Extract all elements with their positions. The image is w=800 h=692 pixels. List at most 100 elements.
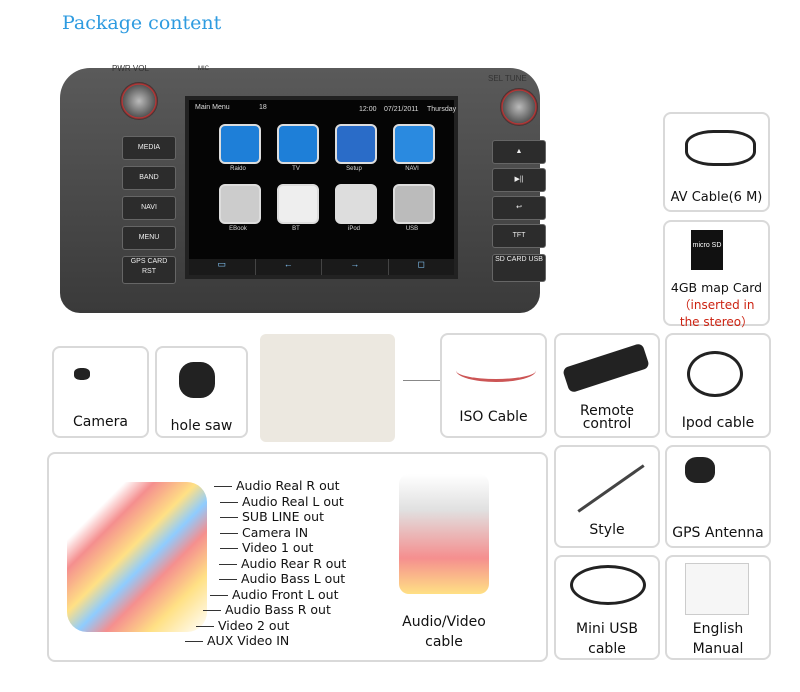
cable-pointer-line: [220, 501, 238, 503]
av-cable-image: [685, 130, 756, 166]
app-label: USB: [405, 226, 419, 232]
pwr-vol-label: PWR VOL: [112, 64, 149, 73]
stylus-box: Style: [554, 445, 660, 548]
remote-box: Remote control: [554, 333, 660, 438]
manual-image: [685, 563, 749, 615]
harness-image: [67, 482, 207, 632]
cable-pointer-line: [219, 563, 237, 565]
app-icon-setup[interactable]: [335, 124, 377, 164]
mini-usb-image: [570, 565, 646, 605]
camera-label: Camera: [73, 414, 128, 430]
nav-window-button[interactable]: ◻: [417, 259, 425, 269]
sel-tune-label: SEL TUNE: [488, 74, 527, 83]
cable-label: Audio Real R out: [236, 478, 340, 493]
app-label: Raido: [230, 166, 246, 172]
av-video-cable-label: Audio/Video cable: [402, 614, 486, 650]
cable-label: Audio Front L out: [232, 586, 339, 602]
app-label: iPod: [347, 226, 360, 232]
gps-card-rst-button[interactable]: GPS CARD RST: [122, 256, 176, 284]
page-title: Package content: [62, 12, 222, 34]
cable-pointer-line: [185, 641, 203, 642]
sd-card-image: micro SD: [691, 230, 723, 270]
cable-label: Audio Bass R out: [225, 602, 331, 617]
car-stereo: PWR VOL MIC SEL TUNE MEDIA BAND NAVI MEN…: [50, 58, 550, 320]
app-icon-raido[interactable]: [219, 124, 261, 164]
back-button[interactable]: ↩: [492, 196, 546, 220]
cable-label: Video 1 out: [242, 540, 314, 555]
cable-pointer-line: [219, 579, 237, 580]
nav-home-button[interactable]: ▭: [189, 259, 256, 275]
av-cable-label: AV Cable(6 M): [670, 190, 763, 205]
app-icon-navi[interactable]: [393, 124, 435, 164]
tft-button[interactable]: TFT: [492, 224, 546, 248]
media-button[interactable]: MEDIA: [122, 136, 176, 160]
cable-pointer-line: [220, 548, 238, 549]
app-label: BT: [292, 226, 300, 232]
cable-label: Audio Rear R out: [241, 555, 347, 571]
connector-pointer-line: [403, 380, 443, 381]
cable-label: AUX Video IN: [207, 633, 290, 648]
av-cable-box: AV Cable(6 M): [663, 112, 770, 212]
app-label: Setup: [346, 166, 362, 172]
sd-card-usb-button[interactable]: SD CARD USB: [492, 254, 546, 282]
manual-box: English Manual: [665, 555, 771, 660]
app-label: EBook: [229, 226, 247, 232]
app-icon-usb[interactable]: [393, 184, 435, 224]
map-card-box: micro SD 4GB map Card （inserted in the s…: [663, 220, 770, 329]
screen-number: 18: [259, 104, 267, 111]
menu-button[interactable]: MENU: [122, 226, 176, 250]
screen-time: 12:00: [359, 106, 377, 113]
app-icon-tv[interactable]: [277, 124, 319, 164]
remote-label: Remote control: [579, 403, 635, 432]
navi-button[interactable]: NAVI: [122, 196, 176, 220]
hole-saw-box: hole saw: [155, 346, 248, 438]
iso-connector-image: [260, 334, 395, 442]
screen-date: 07/21/2011: [384, 106, 419, 113]
stylus-image: [577, 464, 645, 513]
eject-button[interactable]: ▲: [492, 140, 546, 164]
cable-pointer-line: [220, 517, 238, 518]
cable-label: Video 2 out: [218, 617, 290, 633]
app-icon-bt[interactable]: [277, 184, 319, 224]
app-icon-ebook[interactable]: [219, 184, 261, 224]
app-icon-ipod[interactable]: [335, 184, 377, 224]
map-card-note: （inserted in the stereo）: [678, 298, 755, 329]
gps-antenna-image: [685, 457, 715, 483]
screen-day: Thursday: [427, 106, 457, 113]
remote-image: [562, 342, 650, 394]
stereo-screen: Main Menu 18 12:00 07/21/2011 Thursday R…: [185, 96, 458, 279]
app-label: NAVI: [405, 166, 419, 172]
tune-knob[interactable]: [500, 88, 538, 126]
band-button[interactable]: BAND: [122, 166, 176, 190]
cable-label: Audio Bass L out: [241, 571, 346, 586]
cable-pointer-line: [196, 625, 214, 627]
cable-label: Audio Real L out: [242, 493, 344, 509]
mic-label: MIC: [198, 66, 209, 72]
iso-cable-image: [456, 359, 536, 382]
cable-pointer-line: [203, 610, 221, 611]
mini-usb-box: Mini USB cable: [554, 555, 660, 660]
cable-label: Camera IN: [242, 524, 309, 540]
camera-image: [74, 368, 90, 380]
gps-label: GPS Antenna: [672, 525, 764, 541]
nav-next-button[interactable]: →: [322, 259, 389, 275]
ipod-cable-box: Ipod cable: [665, 333, 771, 438]
ipod-cable-image: [687, 351, 743, 397]
map-card-label: 4GB map Card: [670, 280, 763, 295]
app-label: TV: [292, 166, 300, 172]
play-pause-button[interactable]: ▶||: [492, 168, 546, 192]
volume-knob[interactable]: [120, 82, 158, 120]
hole-saw-image: [179, 362, 215, 398]
screen-header: Main Menu: [195, 104, 230, 111]
ipod-cable-label: Ipod cable: [681, 415, 755, 431]
iso-cable-box: ISO Cable: [440, 333, 547, 438]
stylus-label: Style: [589, 522, 625, 538]
camera-box: Camera: [52, 346, 149, 438]
hole-saw-label: hole saw: [170, 418, 233, 434]
av-video-cable-image: [399, 474, 489, 594]
nav-prev-button[interactable]: ←: [256, 259, 322, 275]
mini-usb-label: Mini USB cable: [576, 621, 638, 657]
gps-box: GPS Antenna: [665, 445, 771, 548]
cable-label: SUB LINE out: [242, 509, 324, 524]
